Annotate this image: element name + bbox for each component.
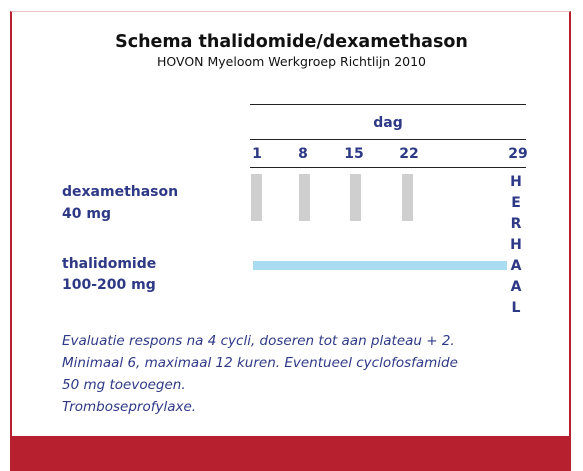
herhaal-letter: H bbox=[510, 237, 522, 253]
footer-bar bbox=[10, 436, 571, 471]
drug-dose-thalidomide: 100-200 mg bbox=[62, 277, 156, 293]
top-rule bbox=[250, 104, 526, 105]
dexamethason-dose-day-15 bbox=[350, 174, 361, 221]
day-label-8: 8 bbox=[298, 146, 308, 162]
herhaal-letter: E bbox=[511, 195, 521, 211]
dexamethason-dose-day-8 bbox=[299, 174, 310, 221]
dag-label: dag bbox=[373, 115, 403, 131]
day-label-29: 29 bbox=[508, 146, 528, 162]
page-title: Schema thalidomide/dexamethason bbox=[115, 32, 468, 52]
herhaal-letter: R bbox=[510, 216, 522, 232]
dexamethason-dose-day-1 bbox=[251, 174, 262, 221]
middle-rule bbox=[250, 139, 526, 140]
note-line: Evaluatie respons na 4 cycli, doseren to… bbox=[62, 333, 455, 349]
day-label-15: 15 bbox=[344, 146, 364, 162]
page-subtitle: HOVON Myeloom Werkgroep Richtlijn 2010 bbox=[156, 54, 427, 69]
herhaal-letter: A bbox=[510, 279, 522, 295]
day-label-22: 22 bbox=[399, 146, 419, 162]
drug-dose-dexamethason: 40 mg bbox=[62, 206, 111, 222]
note-line: 50 mg toevoegen. bbox=[62, 377, 186, 393]
dexamethason-dose-day-22 bbox=[402, 174, 413, 221]
note-line: Tromboseprofylaxe. bbox=[62, 399, 197, 415]
bottom-rule bbox=[250, 167, 526, 168]
day-label-1: 1 bbox=[252, 146, 262, 162]
drug-name-dexamethason: dexamethason bbox=[62, 184, 179, 200]
thalidomide-continuous-bar bbox=[253, 261, 507, 270]
herhaal-letter: H bbox=[510, 174, 522, 190]
herhaal-letter: L bbox=[511, 300, 521, 316]
drug-name-thalidomide: thalidomide bbox=[62, 256, 157, 272]
slide-frame bbox=[10, 11, 571, 461]
note-line: Minimaal 6, maximaal 12 kuren. Eventueel… bbox=[62, 355, 458, 371]
herhaal-letter: A bbox=[510, 258, 522, 274]
